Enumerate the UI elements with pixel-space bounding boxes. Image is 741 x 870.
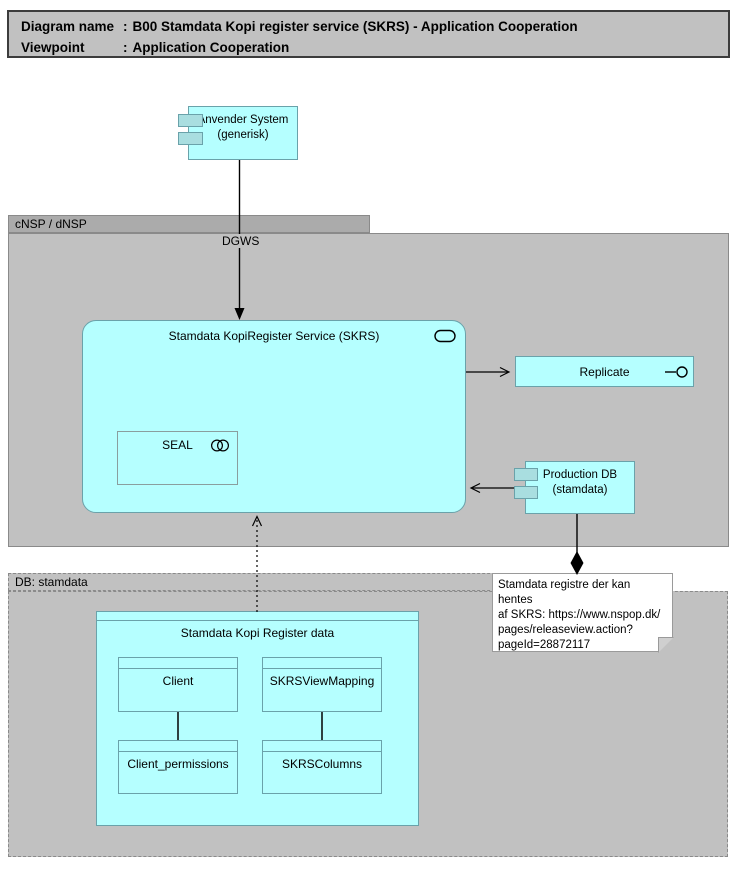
data-object-top-strip <box>263 658 381 669</box>
component-tab-icon <box>514 468 538 481</box>
application-service-icon <box>434 329 456 343</box>
interface-lollipop-icon <box>665 366 688 378</box>
diagram-title-label1: Diagram name <box>21 19 115 34</box>
node-production-db[interactable]: Production DB (stamdata) <box>525 461 635 514</box>
node-client-label: Client <box>162 674 194 688</box>
data-object-top-strip <box>263 741 381 752</box>
application-collaboration-icon <box>210 439 230 452</box>
diagram-title-line2: Viewpoint:Application Cooperation <box>21 37 728 58</box>
node-seal-label: SEAL <box>162 438 193 452</box>
diagram-title-value2: Application Cooperation <box>132 40 290 55</box>
node-replicate[interactable]: Replicate <box>515 356 694 387</box>
data-object-top-strip <box>97 612 418 621</box>
node-skrs-view-mapping-label: SKRSViewMapping <box>269 674 375 688</box>
component-tab-icon <box>514 486 538 499</box>
diagram-title-label2: Viewpoint <box>21 40 85 55</box>
note-stamdata-registre[interactable]: Stamdata registre der kan hentes af SKRS… <box>492 573 673 652</box>
data-object-top-strip <box>119 741 237 752</box>
node-skrs-columns-label: SKRSColumns <box>281 757 363 771</box>
node-client[interactable]: Client <box>118 657 238 712</box>
node-client-permissions[interactable]: Client_permissions <box>118 740 238 794</box>
component-tab-icon <box>178 114 203 127</box>
node-seal[interactable]: SEAL <box>117 431 238 485</box>
diagram-title-box: Diagram name:B00 Stamdata Kopi register … <box>7 10 730 58</box>
container-db-stamdata-label: DB: stamdata <box>15 575 88 589</box>
node-client-permissions-label: Client_permissions <box>127 757 229 771</box>
container-cnsp-tab[interactable]: cNSP / dNSP <box>8 215 370 233</box>
container-cnsp-label: cNSP / dNSP <box>15 217 87 231</box>
node-skrs-columns[interactable]: SKRSColumns <box>262 740 382 794</box>
node-replicate-label: Replicate <box>579 365 630 379</box>
component-tab-icon <box>178 132 203 145</box>
diagram-title-line1: Diagram name:B00 Stamdata Kopi register … <box>21 16 728 37</box>
node-stamdata-kopi-register-data-label: Stamdata Kopi Register data <box>180 626 335 640</box>
diagram-title-value1: B00 Stamdata Kopi register service (SKRS… <box>132 19 578 34</box>
data-object-top-strip <box>119 658 237 669</box>
node-anvender-system[interactable]: Anvender System (generisk) <box>188 106 298 160</box>
connector-dgws-label: DGWS <box>219 234 263 248</box>
node-skrs-service[interactable]: Stamdata KopiRegister Service (SKRS) <box>82 320 466 513</box>
node-skrs-service-label: Stamdata KopiRegister Service (SKRS) <box>168 329 380 343</box>
filled-diamond-icon <box>570 551 584 575</box>
node-skrs-view-mapping[interactable]: SKRSViewMapping <box>262 657 382 712</box>
container-db-stamdata-tab[interactable]: DB: stamdata <box>8 573 560 591</box>
